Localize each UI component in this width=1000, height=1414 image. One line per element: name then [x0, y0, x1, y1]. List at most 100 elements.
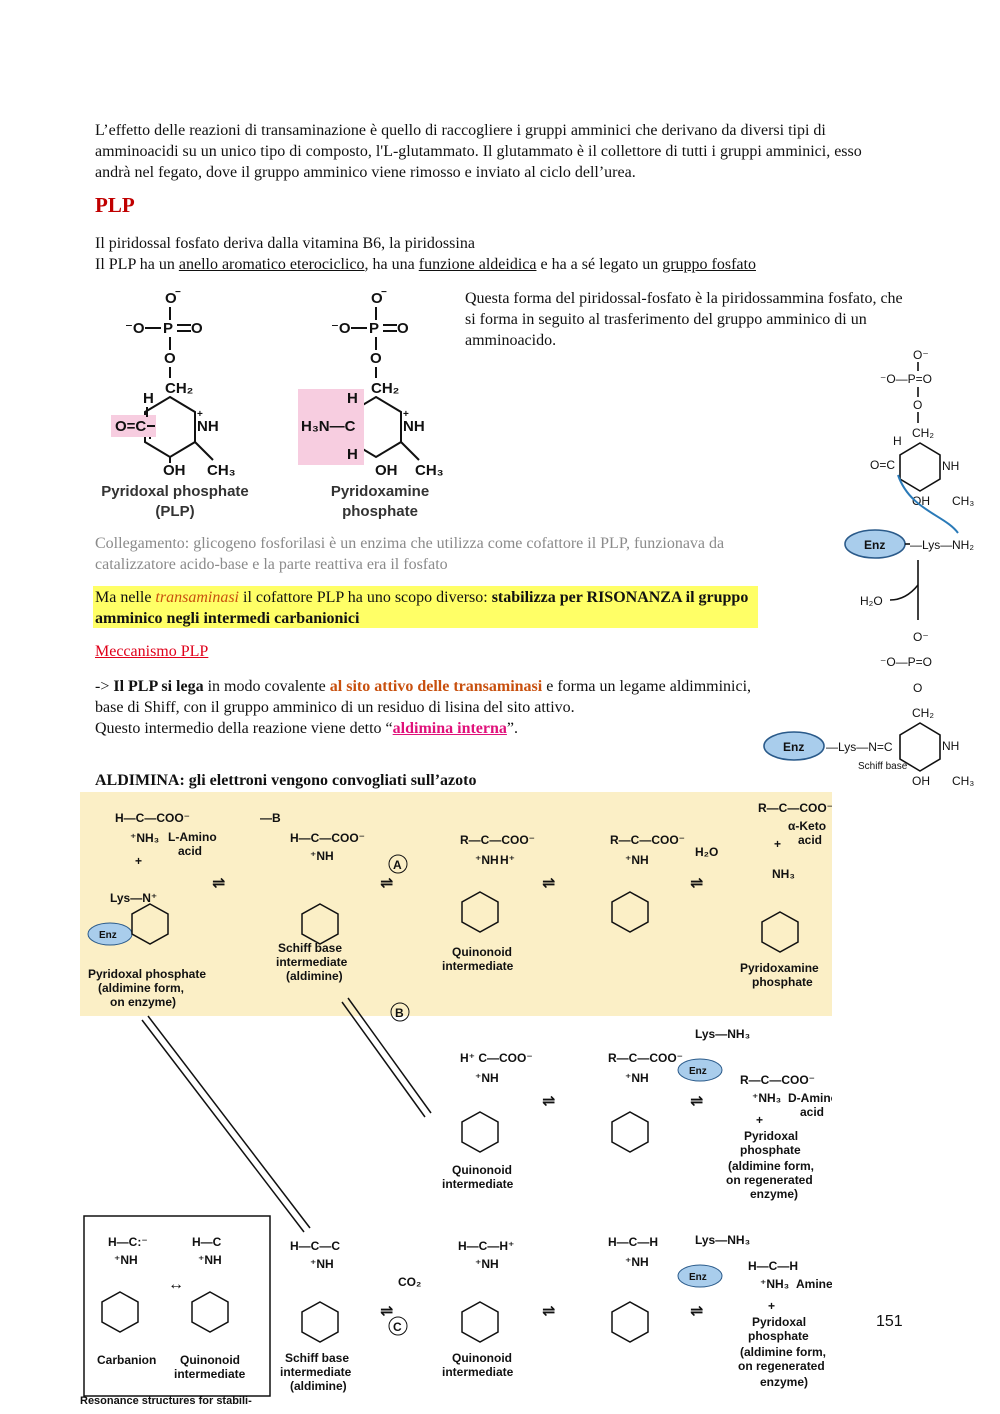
svg-text:on regenerated: on regenerated [726, 1173, 813, 1187]
svg-text:H: H [347, 390, 358, 407]
svg-text:−: − [175, 287, 181, 298]
svg-text:CH₂: CH₂ [912, 706, 934, 720]
page-number: 151 [876, 1313, 903, 1330]
mechanism-text: -> Il PLP si lega in modo covalente al s… [95, 676, 760, 739]
svg-text:intermediate: intermediate [280, 1365, 352, 1379]
svg-text:enzyme): enzyme) [750, 1187, 798, 1201]
intro-paragraph: L’effetto delle reazioni di transaminazi… [95, 122, 862, 181]
svg-text:⁺NH: ⁺NH [625, 1071, 649, 1085]
svg-text:intermediate: intermediate [442, 1365, 514, 1379]
svg-text:NH: NH [942, 739, 959, 753]
svg-text:P: P [163, 320, 173, 337]
svg-text:(aldimine): (aldimine) [290, 1379, 347, 1393]
svg-text:Quinonoid: Quinonoid [180, 1353, 240, 1367]
svg-text:⇌: ⇌ [380, 875, 393, 892]
svg-text:+: + [403, 409, 409, 420]
svg-text:Pyridoxamine: Pyridoxamine [740, 961, 819, 975]
svg-text:NH: NH [197, 418, 219, 435]
svg-text:Quinonoid: Quinonoid [452, 1163, 512, 1177]
svg-text:O=C: O=C [870, 458, 895, 472]
svg-text:Enz: Enz [689, 1066, 707, 1077]
svg-text:H—C: H—C [192, 1235, 222, 1249]
svg-text:O: O [191, 320, 203, 337]
svg-text:O: O [913, 681, 922, 695]
svg-text:intermediate: intermediate [276, 955, 348, 969]
meccanismo-link[interactable]: Meccanismo PLP [95, 643, 209, 660]
svg-text:—Lys—N=C: —Lys—N=C [826, 740, 893, 754]
svg-text:Pyridoxal: Pyridoxal [752, 1315, 806, 1329]
schiff-base-scheme: O⁻ ⁻O—P=O O CH₂ NH O=C H OH CH₃ Enz —Lys… [763, 348, 974, 788]
svg-text:NH: NH [403, 418, 425, 435]
svg-text:H—C:⁻: H—C:⁻ [108, 1235, 148, 1249]
svg-text:H—C—H: H—C—H [608, 1235, 658, 1249]
figure-background [80, 792, 832, 1016]
svg-text:H—C—COO⁻: H—C—COO⁻ [115, 811, 190, 825]
svg-text:Schiff base: Schiff base [285, 1351, 349, 1365]
svg-text:P: P [369, 320, 379, 337]
plp-line-1: Il piridossal fosfato deriva dalla vitam… [95, 235, 475, 252]
svg-text:⁻O: ⁻O [125, 320, 145, 337]
svg-text:Quinonoid: Quinonoid [452, 945, 512, 959]
svg-text:—Lys—: —Lys— [910, 538, 952, 552]
svg-text:O: O [371, 290, 383, 307]
aldimina-interna-link[interactable]: aldimina interna [392, 720, 507, 737]
svg-text:⇌: ⇌ [690, 1093, 703, 1110]
svg-text:H⁺: H⁺ [500, 853, 515, 867]
svg-text:on enzyme): on enzyme) [110, 995, 176, 1009]
svg-text:O=C: O=C [115, 418, 146, 435]
svg-text:A: A [393, 858, 402, 872]
plp-line-2: Il PLP ha un anello aromatico eterocicli… [95, 254, 875, 275]
plp-pmp-structures: O − ⁻O P O O CH₂ NH + OH CH₃ O=C H O − ⁻… [101, 287, 443, 520]
svg-text:OH: OH [375, 462, 398, 479]
mechanism-line-3: Questo intermedio della reazione viene d… [95, 718, 760, 739]
text-span: Il PLP ha un [95, 256, 179, 273]
svg-text:C: C [393, 1320, 402, 1334]
collegamento-note: Collegamento: glicogeno fosforilasi è un… [95, 535, 725, 573]
svg-text:Amine: Amine [796, 1277, 832, 1291]
svg-text:NH₃: NH₃ [772, 867, 795, 881]
svg-text:⁻O—P=O: ⁻O—P=O [880, 655, 932, 669]
text-span: , ha una [364, 256, 419, 273]
nh2-label: NH₂ [952, 538, 974, 552]
svg-text:O⁻: O⁻ [913, 630, 929, 644]
svg-text:(aldimine form,: (aldimine form, [728, 1159, 814, 1173]
svg-text:R—C—COO⁻: R—C—COO⁻ [758, 801, 832, 815]
svg-text:acid: acid [800, 1105, 824, 1119]
text-span: ”. [506, 720, 518, 737]
pmp-label-2: phosphate [342, 503, 418, 520]
enz-label: Enz [864, 538, 885, 552]
svg-text:Lys—NH₃: Lys—NH₃ [695, 1233, 750, 1247]
svg-text:⁺NH: ⁺NH [198, 1253, 222, 1267]
svg-text:intermediate: intermediate [174, 1367, 246, 1381]
text-span: in modo covalente [203, 678, 330, 695]
schiff-label: Schiff base [858, 761, 908, 772]
svg-text:H—C—C: H—C—C [290, 1239, 340, 1253]
svg-text:O: O [165, 290, 177, 307]
text-span: Ma nelle [95, 589, 156, 606]
mechanism-paragraph: -> Il PLP si lega in modo covalente al s… [95, 676, 760, 718]
svg-text:R—C—COO⁻: R—C—COO⁻ [740, 1073, 815, 1087]
svg-text:⁺NH: ⁺NH [114, 1253, 138, 1267]
svg-text:⇌: ⇌ [542, 1093, 555, 1110]
plp-label-1: Pyridoxal phosphate [101, 483, 249, 500]
svg-text:H₃N—C: H₃N—C [301, 418, 356, 435]
svg-text:NH: NH [942, 459, 959, 473]
svg-text:H—C—H: H—C—H [748, 1259, 798, 1273]
svg-text:⁺NH: ⁺NH [475, 1071, 499, 1085]
svg-text:+: + [768, 1299, 775, 1313]
text-span: il cofattore PLP ha uno scopo diverso: [239, 589, 492, 606]
svg-text:Enz: Enz [689, 1272, 707, 1283]
svg-text:R—C—COO⁻: R—C—COO⁻ [610, 833, 685, 847]
svg-text:D-Amino: D-Amino [788, 1091, 832, 1105]
svg-text:R—C—COO⁻: R—C—COO⁻ [460, 833, 535, 847]
svg-text:Lys—N⁺: Lys—N⁺ [110, 891, 157, 905]
svg-text:OH: OH [912, 494, 930, 508]
svg-text:⁻O: ⁻O [331, 320, 351, 337]
svg-text:+: + [197, 409, 203, 420]
svg-text:L-Amino: L-Amino [168, 830, 217, 844]
plp-heading: PLP [95, 193, 135, 217]
plp-description: Il piridossal fosfato deriva dalla vitam… [95, 233, 875, 275]
svg-text:α-Keto: α-Keto [788, 819, 826, 833]
svg-text:(aldimine form,: (aldimine form, [98, 981, 184, 995]
underlined-term: anello aromatico eterociclico [178, 256, 365, 273]
